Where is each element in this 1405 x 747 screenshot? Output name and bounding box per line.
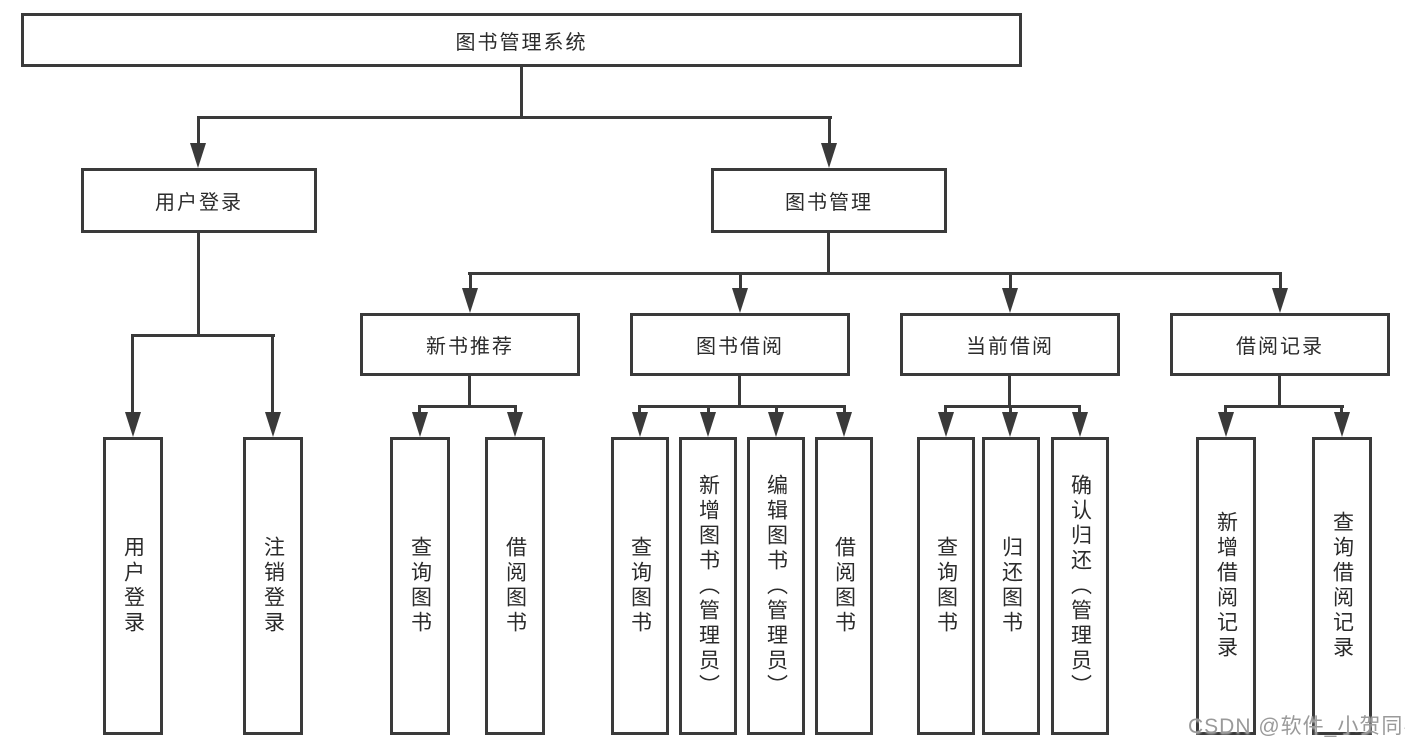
node-book-borrowing: 图书借阅 [630,313,850,376]
leaf-logout-login: 注销登录 [243,437,303,735]
edge-line [739,272,742,290]
edge-line [520,66,523,119]
leaf-return-books: 归还图书 [982,437,1040,735]
leaf-borrow-books-recommend: 借阅图书 [485,437,545,735]
arrowhead-icon [821,143,837,168]
edge-line [131,334,134,414]
edge-line [843,405,846,415]
arrowhead-icon [1002,412,1018,437]
arrowhead-icon [190,143,206,168]
arrowhead-icon [836,412,852,437]
edge-line [469,272,472,290]
arrowhead-icon [412,412,428,437]
leaf-borrow-books: 借阅图书 [815,437,873,735]
edge-line [1009,272,1012,290]
edge-line [1278,376,1281,408]
node-book-management: 图书管理 [711,168,947,233]
arrowhead-icon [632,412,648,437]
edge-line [197,233,200,337]
edge-line [1224,405,1344,408]
edge-line [468,376,471,408]
edge-line [828,116,831,146]
arrowhead-icon [700,412,716,437]
edge-line [827,233,830,275]
node-library-system: 图书管理系统 [21,13,1022,67]
arrowhead-icon [125,412,141,437]
leaf-query-books-current: 查询图书 [917,437,975,735]
edge-line [1340,405,1343,415]
edge-line [197,116,200,146]
edge-line [418,405,517,408]
arrowhead-icon [732,288,748,313]
edge-line [197,116,832,119]
leaf-edit-books-admin: 编辑图书（管理员） [747,437,805,735]
leaf-confirm-return-admin: 确认归还（管理员） [1051,437,1109,735]
arrowhead-icon [1272,288,1288,313]
leaf-query-books-recommend: 查询图书 [390,437,450,735]
csdn-watermark: CSDN @软件_小贺同学 [1188,715,1405,738]
edge-line [418,405,421,415]
leaf-query-books-borrow: 查询图书 [611,437,669,735]
edge-line [271,334,274,414]
edge-line [775,405,778,415]
edge-line [1009,405,1012,415]
edge-line [738,376,741,408]
arrowhead-icon [1072,412,1088,437]
edge-line [944,405,1081,408]
edge-line [131,334,275,337]
leaf-add-borrow-record: 新增借阅记录 [1196,437,1256,735]
edge-line [1279,272,1282,290]
arrowhead-icon [1334,412,1350,437]
edge-line [1008,376,1011,408]
edge-line [468,272,1282,275]
arrowhead-icon [265,412,281,437]
arrowhead-icon [507,412,523,437]
node-user-login: 用户登录 [81,168,317,233]
node-borrowing-records: 借阅记录 [1170,313,1390,376]
leaf-add-books-admin: 新增图书（管理员） [679,437,737,735]
leaf-query-borrow-record: 查询借阅记录 [1312,437,1372,735]
arrowhead-icon [938,412,954,437]
edge-line [638,405,846,408]
edge-line [707,405,710,415]
arrowhead-icon [1218,412,1234,437]
edge-line [944,405,947,415]
edge-line [638,405,641,415]
node-new-book-recommend: 新书推荐 [360,313,580,376]
arrowhead-icon [768,412,784,437]
leaf-user-login: 用户登录 [103,437,163,735]
node-current-borrowing: 当前借阅 [900,313,1120,376]
arrowhead-icon [462,288,478,313]
edge-line [514,405,517,415]
edge-line [1224,405,1227,415]
arrowhead-icon [1002,288,1018,313]
edge-line [1078,405,1081,415]
